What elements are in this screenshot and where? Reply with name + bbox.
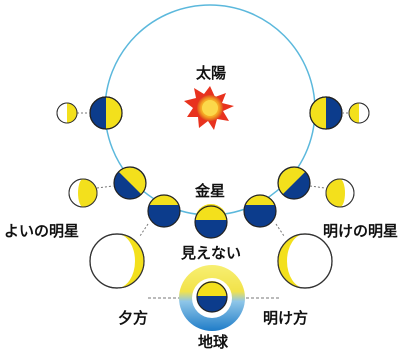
venus-appearance-left-crescent: [89, 233, 145, 289]
label-morning-star: 明けの明星: [323, 222, 399, 240]
venus-orbit-lower-right-2: [243, 194, 277, 228]
connector-right-gibbous: [309, 185, 326, 189]
sun-icon: [184, 86, 234, 130]
venus-orbit-bottom: [194, 204, 228, 239]
label-earth: 地球: [198, 333, 229, 351]
venus-appearance-right-crescent: [277, 233, 333, 289]
venus-appearance-left-medium: [68, 178, 98, 208]
venus-orbit-right-quadrature: [309, 96, 343, 130]
label-invisible: 見えない: [181, 244, 242, 262]
connector-right-crescent: [275, 223, 285, 237]
venus-appearance-right-medium: [325, 178, 355, 208]
venus-orbit-lower-right-1: [277, 166, 311, 200]
earth-icon: [148, 265, 280, 331]
label-venus: 金星: [195, 182, 226, 200]
label-sun: 太陽: [196, 64, 227, 82]
venus-appearance-left-half: [56, 102, 90, 124]
venus-orbit-lower-left-1: [113, 166, 147, 200]
label-evening-star: よいの明星: [4, 222, 80, 240]
venus-orbit-left-quadrature: [89, 96, 123, 130]
venus-orbit-lower-left-2: [147, 194, 181, 228]
connector-left-gibbous: [96, 185, 114, 189]
venus-appearance-right-half: [342, 102, 370, 124]
label-morning: 明け方: [263, 309, 309, 327]
connector-left-crescent: [139, 223, 149, 237]
label-evening: 夕方: [118, 309, 149, 327]
